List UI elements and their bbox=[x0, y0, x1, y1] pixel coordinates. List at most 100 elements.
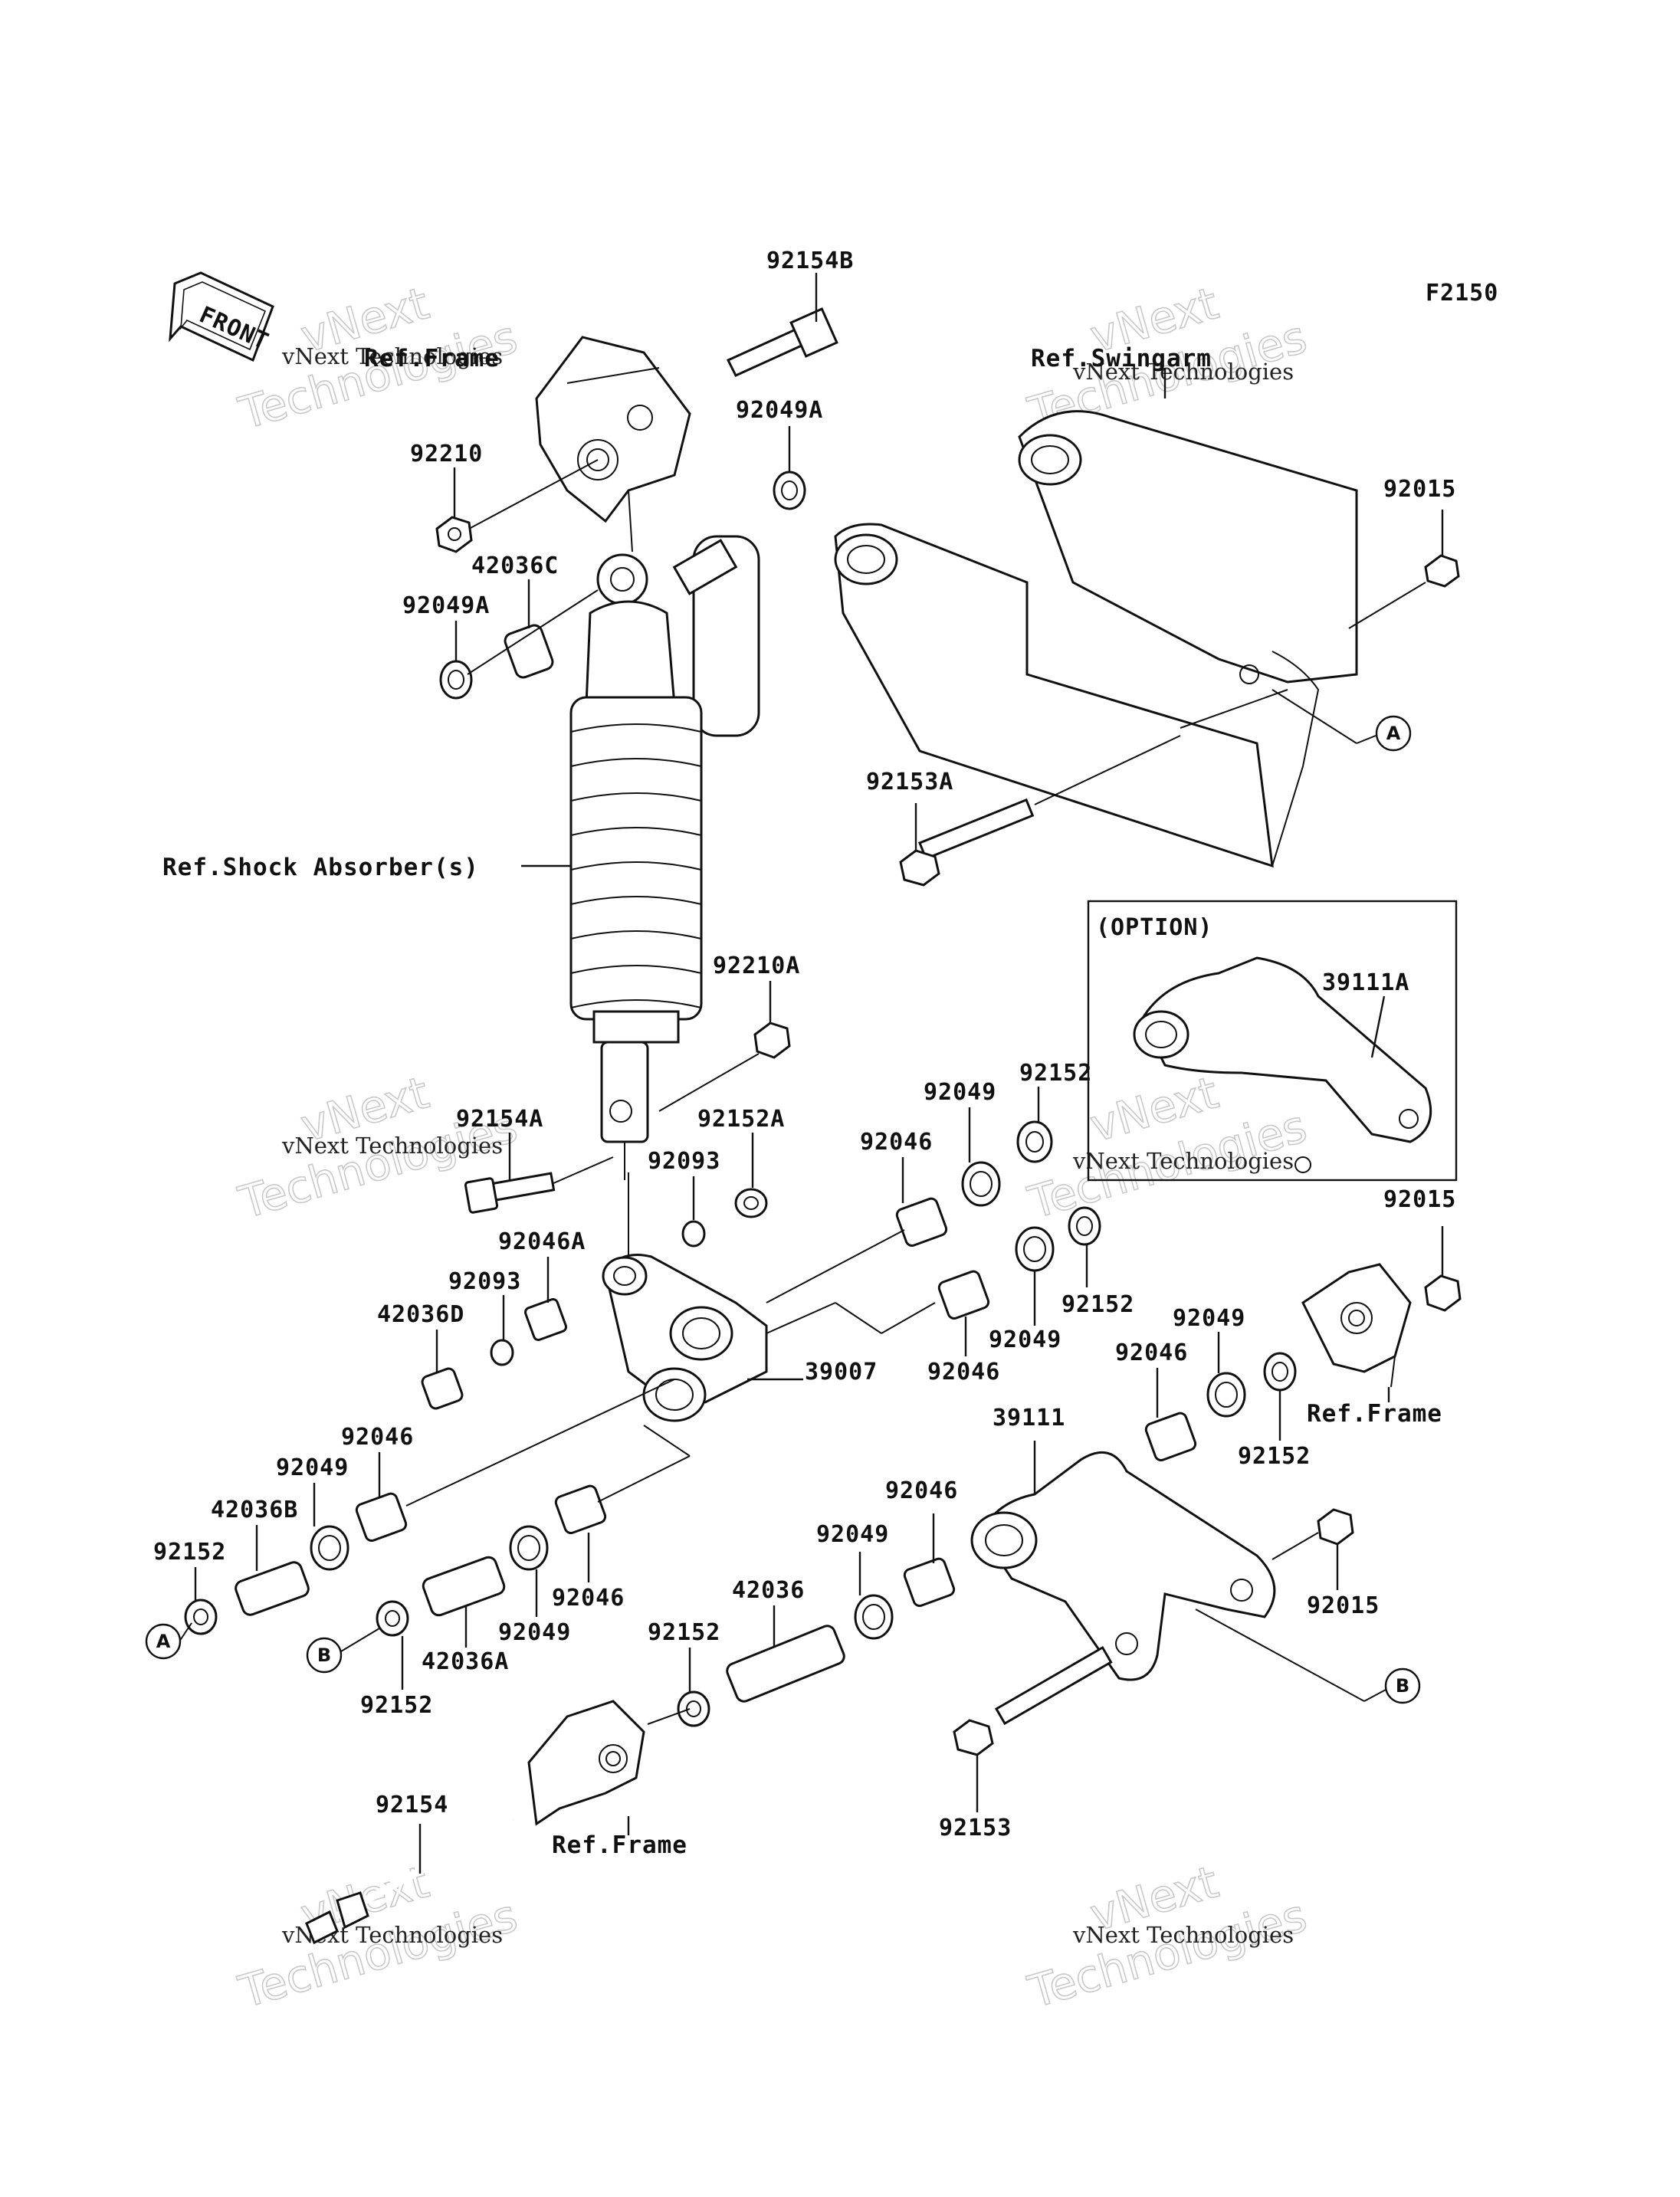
label-92093-b: 92093 bbox=[448, 1268, 521, 1295]
washer-92152-top bbox=[1016, 1087, 1053, 1163]
label-42036: 42036 bbox=[732, 1577, 805, 1604]
bearing-92046-right bbox=[1144, 1368, 1197, 1461]
watermark-text: vNext Technologies bbox=[1072, 359, 1294, 385]
collar-42036 bbox=[726, 1605, 845, 1703]
bolt-92154B bbox=[726, 273, 838, 377]
collar-42036D bbox=[421, 1330, 464, 1410]
shock-spring bbox=[569, 696, 703, 1021]
label-92046-top: 92046 bbox=[860, 1129, 933, 1156]
label-42036D: 42036D bbox=[377, 1301, 464, 1328]
ref-frame-right: Ref.Frame bbox=[1307, 1400, 1442, 1428]
label-92049-top: 92049 bbox=[924, 1079, 996, 1106]
label-92049A-left: 92049A bbox=[402, 592, 490, 619]
ref-shock-absorber: Ref.Shock Absorber(s) bbox=[162, 854, 479, 881]
watermark-mid-right: vNext Technologies vNext Technologies bbox=[1022, 1066, 1312, 1230]
washer-92152A bbox=[734, 1133, 768, 1218]
label-92046-lower: 92046 bbox=[552, 1585, 625, 1612]
label-92049-right: 92049 bbox=[1173, 1305, 1245, 1332]
swingarm bbox=[834, 410, 1358, 868]
washer-92049-mid bbox=[1015, 1226, 1055, 1326]
nut-92015-link bbox=[1271, 1508, 1354, 1590]
washer-92152-left bbox=[184, 1567, 218, 1635]
label-92049-mid: 92049 bbox=[989, 1326, 1061, 1353]
label-92093-a: 92093 bbox=[648, 1148, 720, 1175]
label-92210: 92210 bbox=[410, 441, 483, 467]
bearing-92046-top bbox=[766, 1157, 948, 1303]
bolt-92154 bbox=[305, 1816, 516, 1945]
option-box: (OPTION) bbox=[1087, 900, 1458, 1182]
label-92046A: 92046A bbox=[498, 1228, 586, 1255]
label-92152-top: 92152 bbox=[1019, 1060, 1092, 1087]
marker-a-top: A bbox=[1271, 689, 1412, 752]
circlip-92093-b bbox=[490, 1295, 514, 1366]
label-92154: 92154 bbox=[376, 1792, 448, 1818]
watermark-bottom-right: vNext Technologies vNext Technologies bbox=[1022, 1855, 1312, 2019]
label-42036C: 42036C bbox=[471, 553, 559, 579]
label-92152-left: 92152 bbox=[153, 1539, 226, 1566]
label-39111A: 39111A bbox=[1322, 969, 1409, 996]
collar-42036C bbox=[504, 579, 554, 679]
collar-42036B bbox=[235, 1525, 310, 1616]
watermark-text: vNext Technologies bbox=[1072, 1922, 1294, 1948]
watermark-text: vNext Technologies bbox=[281, 1133, 503, 1159]
circlip-92093-a bbox=[681, 1176, 706, 1248]
watermark-text: vNext Technologies bbox=[281, 343, 503, 369]
label-92046-left: 92046 bbox=[341, 1424, 414, 1451]
marker-b-right-label: B bbox=[1396, 1675, 1409, 1697]
bearing-92046-link bbox=[903, 1513, 956, 1607]
label-92015-top: 92015 bbox=[1383, 476, 1456, 503]
washer-92049-right bbox=[1206, 1332, 1246, 1418]
label-92154A: 92154A bbox=[456, 1106, 543, 1133]
marker-a-left-label: A bbox=[156, 1631, 171, 1652]
label-92049-link: 92049 bbox=[816, 1521, 889, 1548]
washer-92049A-left bbox=[439, 589, 599, 700]
washer-92152-mid bbox=[1068, 1206, 1101, 1287]
bolt-92153 bbox=[953, 1645, 1113, 1812]
nut-92210 bbox=[435, 459, 599, 553]
label-92152A: 92152A bbox=[697, 1106, 785, 1133]
ref-swingarm: Ref.Swingarm bbox=[1031, 345, 1212, 372]
label-92046-link: 92046 bbox=[885, 1477, 958, 1504]
marker-b-left-label: B bbox=[317, 1644, 331, 1666]
label-92015-mid: 92015 bbox=[1383, 1186, 1456, 1213]
washer-92049-top bbox=[961, 1107, 1001, 1207]
nut-92015-mid bbox=[1424, 1226, 1462, 1312]
front-arrow-icon: FRONT bbox=[169, 271, 274, 362]
label-92152-b: 92152 bbox=[360, 1692, 433, 1719]
label-92153: 92153 bbox=[939, 1815, 1012, 1841]
rocker-39007 bbox=[602, 1172, 803, 1422]
labels: Ref.Frame Ref.Swingarm Ref.Shock Absorbe… bbox=[153, 248, 1456, 1859]
ref-frame-top: Ref.Frame bbox=[364, 345, 500, 372]
bearing-92046-left bbox=[355, 1379, 675, 1542]
bearing-92046-lower bbox=[554, 1425, 691, 1582]
bolt-92153A bbox=[899, 735, 1181, 887]
label-92153A: 92153A bbox=[866, 769, 953, 795]
label-92152-mid: 92152 bbox=[1061, 1291, 1134, 1318]
label-92152-right: 92152 bbox=[1238, 1443, 1311, 1470]
washer-92049-left bbox=[310, 1483, 349, 1571]
washer-92049-link bbox=[854, 1552, 894, 1640]
washer-92152-link bbox=[677, 1648, 710, 1727]
marker-b-right: B bbox=[1195, 1608, 1421, 1704]
label-92015-link: 92015 bbox=[1307, 1592, 1380, 1619]
nut-92015-top bbox=[1348, 510, 1460, 629]
label-39111: 39111 bbox=[993, 1405, 1065, 1431]
label-42036B: 42036B bbox=[211, 1497, 298, 1523]
collar-42036A bbox=[422, 1556, 506, 1648]
washer-92152-right bbox=[1263, 1352, 1297, 1441]
label-92049-left: 92049 bbox=[276, 1454, 349, 1481]
marker-b-left: B bbox=[306, 1628, 380, 1674]
bearing-92046-mid bbox=[766, 1270, 990, 1356]
washer-92049A-top bbox=[773, 426, 806, 510]
nut-92210A bbox=[658, 981, 791, 1112]
ref-frame-lower: Ref.Frame bbox=[552, 1831, 687, 1859]
label-92046-mid: 92046 bbox=[927, 1359, 1000, 1385]
label-92049A-top: 92049A bbox=[736, 397, 823, 424]
right-frame-bracket bbox=[1301, 1263, 1412, 1388]
label-92154B: 92154B bbox=[766, 248, 854, 274]
bearing-92046A bbox=[523, 1257, 568, 1342]
label-92152-link: 92152 bbox=[648, 1619, 720, 1646]
label-42036A: 42036A bbox=[422, 1648, 509, 1675]
washer-92049-lower bbox=[509, 1525, 549, 1617]
